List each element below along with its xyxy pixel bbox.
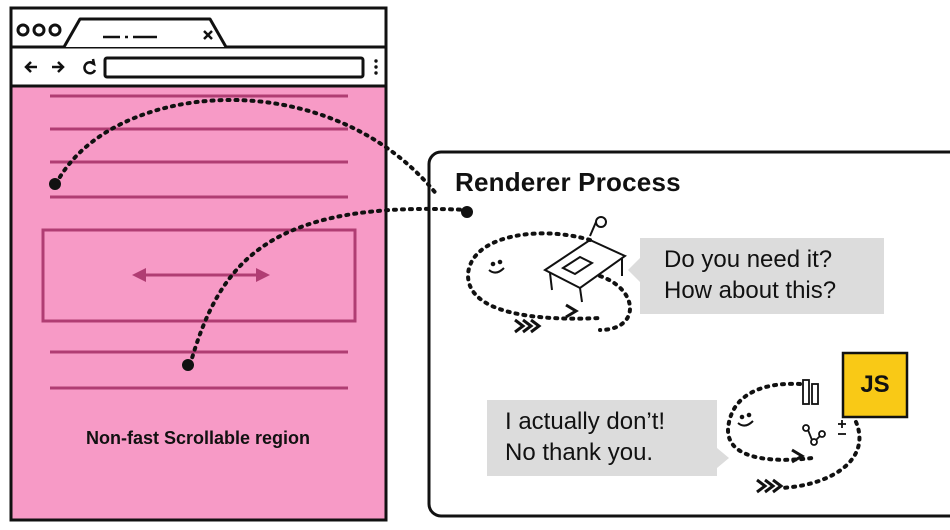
renderer-entry-point	[461, 206, 473, 218]
content-lines	[50, 94, 348, 390]
answer-line-1: I actually don’t!	[505, 408, 666, 435]
answer-line-2: No thank you.	[505, 439, 654, 466]
window-dot-icon	[32, 23, 46, 37]
bubble-1-tail	[628, 258, 640, 282]
smiley-icon	[737, 412, 754, 427]
browser-window	[9, 6, 388, 522]
chevron-icon	[756, 478, 784, 494]
main-thread-loop-1	[465, 231, 632, 332]
forward-arrow-icon[interactable]	[52, 61, 65, 73]
smiley-icon	[488, 259, 505, 274]
js-badge-box	[841, 351, 909, 419]
horizontal-scroll-arrow-icon	[132, 268, 270, 282]
js-badge-label: JS	[860, 371, 890, 398]
chevron-icon	[514, 318, 542, 334]
address-bar[interactable]	[103, 56, 365, 79]
menu-dots-icon[interactable]	[374, 59, 378, 75]
window-dot-icon	[16, 23, 30, 37]
touch-point-2	[182, 359, 194, 371]
scrollable-region-box	[41, 228, 357, 323]
event-connectors	[54, 98, 470, 367]
window-dot-icon	[48, 23, 62, 37]
touch-point-1	[49, 178, 61, 190]
main-thread-loop-2	[725, 381, 862, 490]
close-icon[interactable]	[203, 30, 213, 40]
question-line-1: Do you need it?	[664, 246, 833, 273]
question-line-2: How about this?	[664, 277, 837, 304]
answer-bubble: I actually don’t! No thank you.	[487, 400, 717, 476]
question-bubble: Do you need it? How about this?	[640, 238, 884, 314]
browser-tab[interactable]	[62, 17, 228, 48]
renderer-process-title: Renderer Process	[455, 167, 681, 197]
back-arrow-icon[interactable]	[24, 61, 37, 73]
tools-icon	[802, 379, 846, 446]
renderer-process-box	[427, 150, 950, 518]
desk-icon	[543, 216, 627, 303]
page-content-area	[11, 86, 386, 520]
non-fast-scrollable-region-label: Non-fast Scrollable region	[85, 428, 311, 448]
reload-icon[interactable]	[83, 58, 97, 75]
bubble-2-tail	[717, 448, 729, 468]
